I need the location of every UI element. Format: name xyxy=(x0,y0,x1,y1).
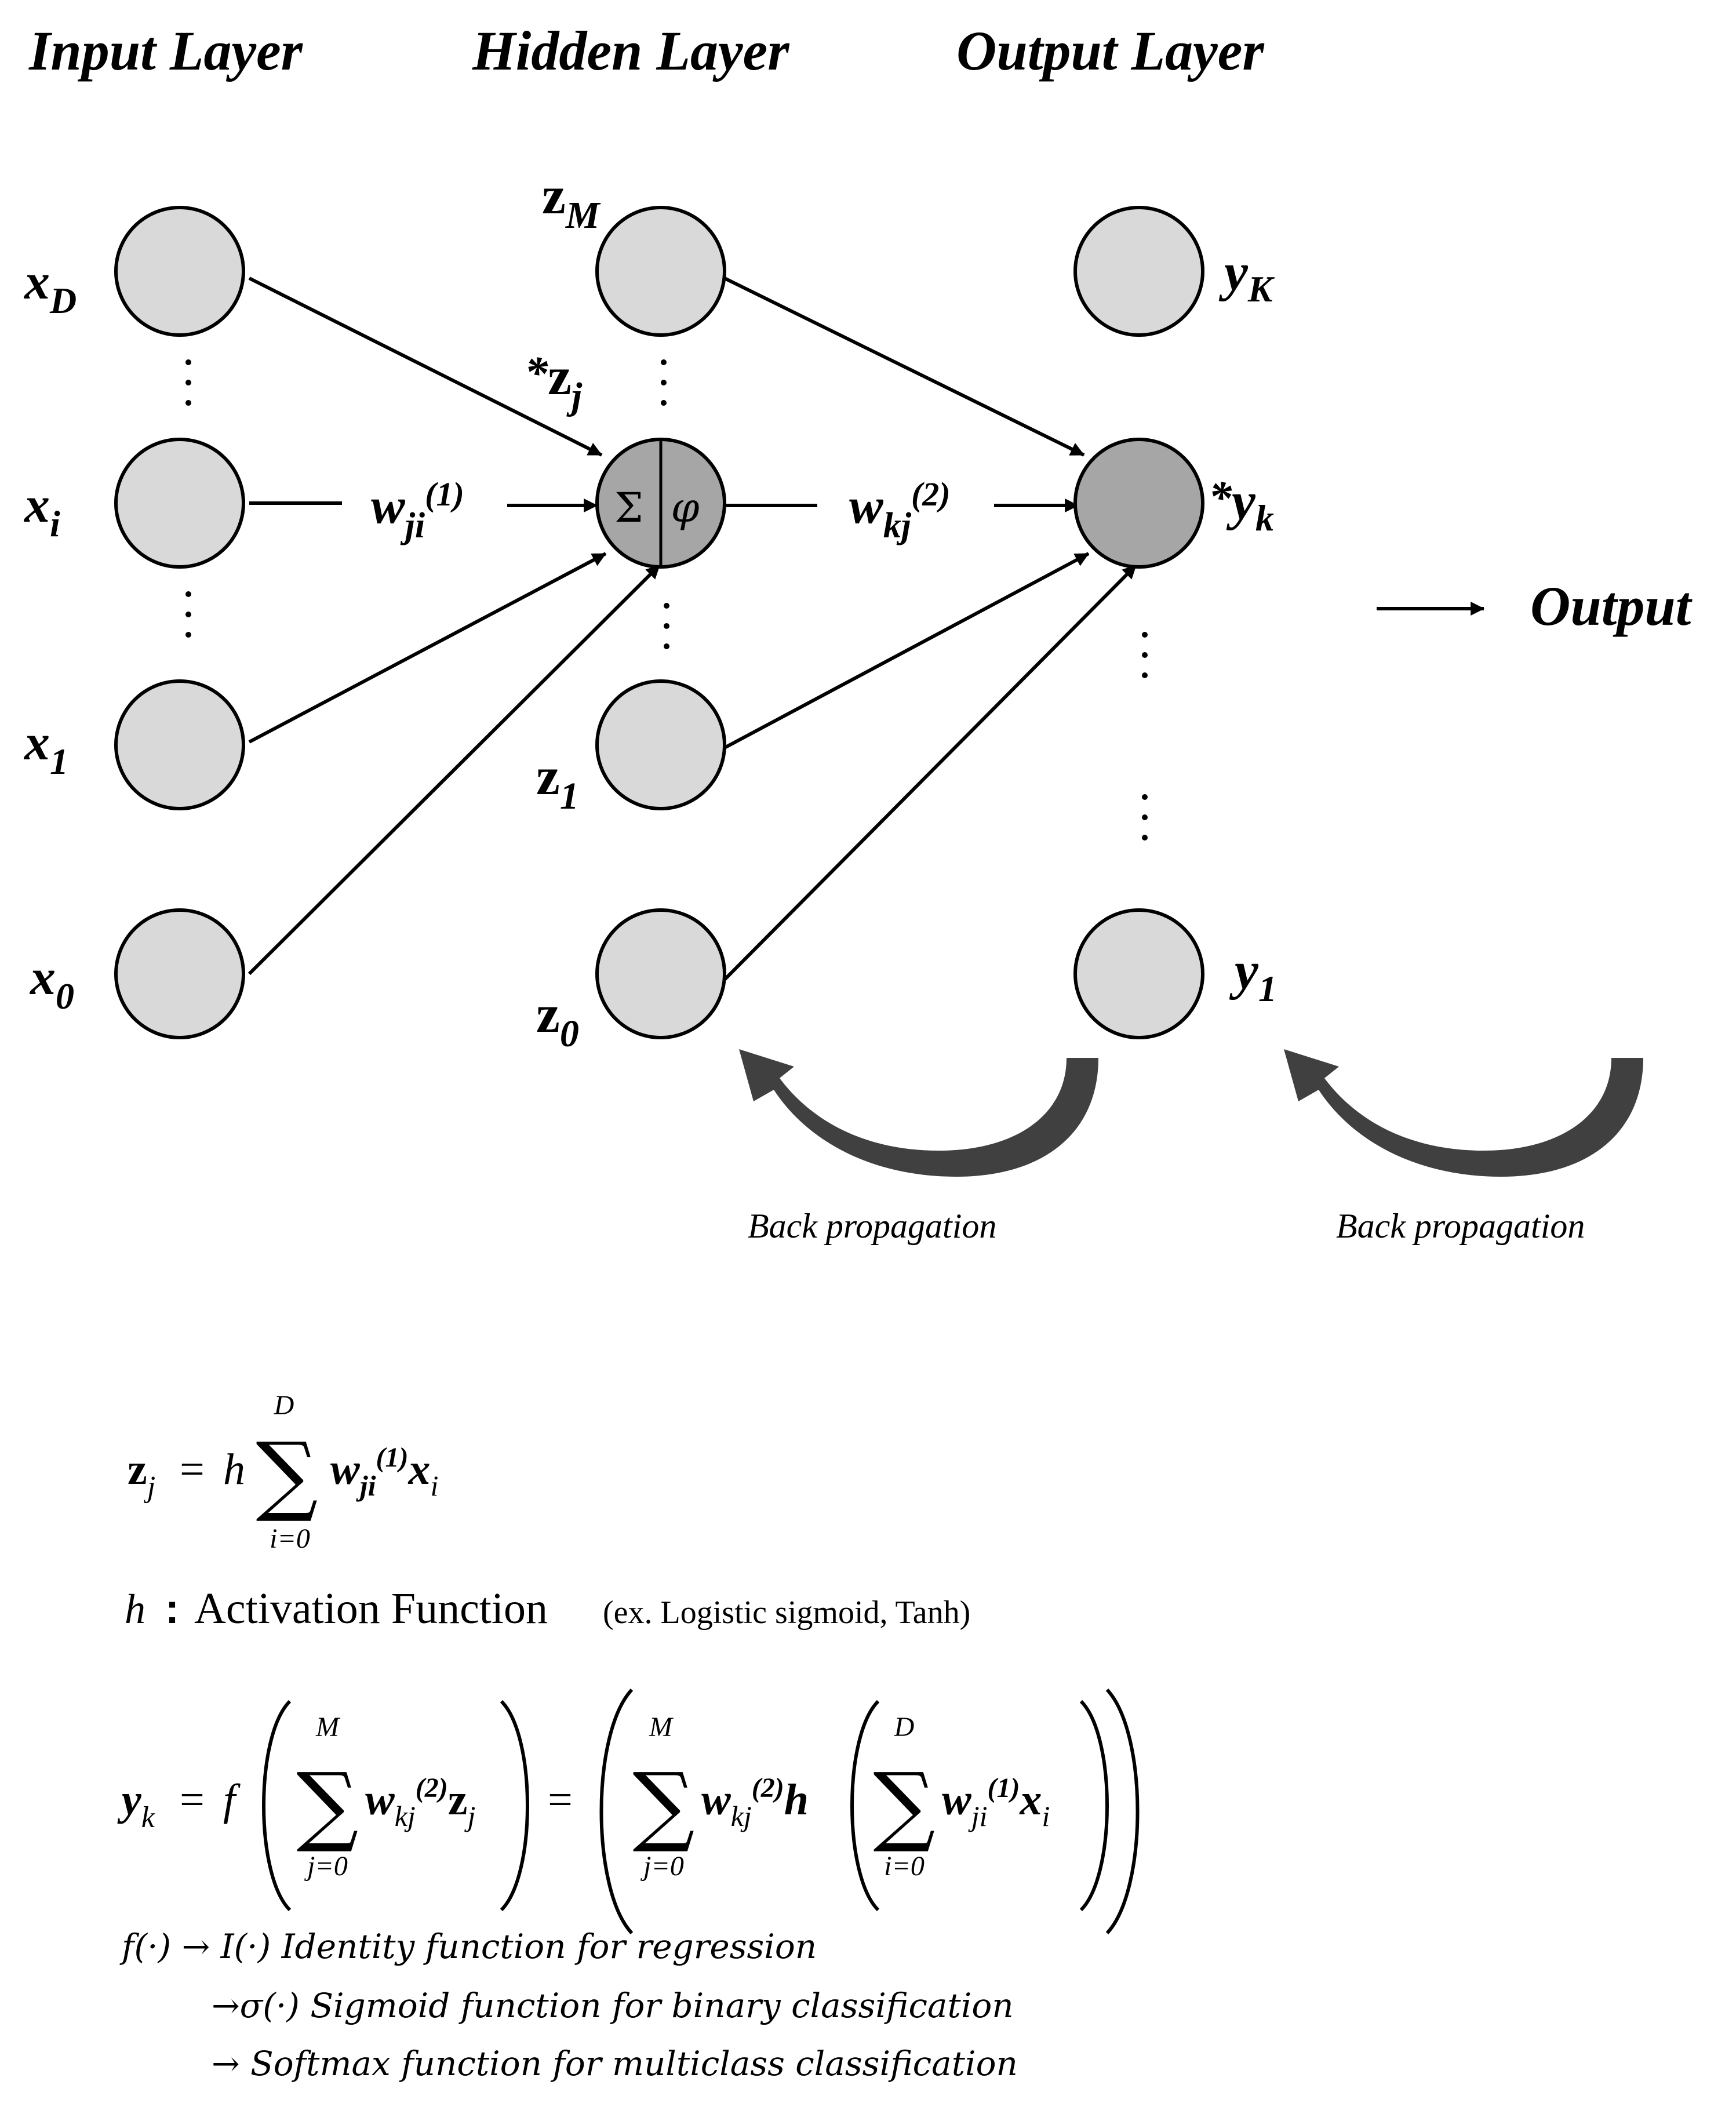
svg-text:yk: yk xyxy=(117,1775,155,1834)
output-node-y1 xyxy=(1073,908,1204,1039)
input-node-x0 xyxy=(114,908,245,1039)
svg-text:=: = xyxy=(180,1775,205,1824)
paren-left-3 xyxy=(850,1700,880,1912)
phi-symbol: φ xyxy=(671,484,699,532)
paren-right-1 xyxy=(500,1700,529,1912)
dot xyxy=(1142,652,1148,658)
ellipsis-dots xyxy=(185,359,1148,841)
svg-text:=: = xyxy=(180,1445,205,1494)
svg-text:zj: zj xyxy=(128,1445,155,1504)
dot xyxy=(1142,794,1148,800)
dot xyxy=(185,632,191,638)
svg-text:h: h xyxy=(125,1586,145,1632)
svg-text:i=0: i=0 xyxy=(270,1523,310,1554)
svg-text:j=0: j=0 xyxy=(304,1851,348,1882)
input-node-xi xyxy=(114,438,245,569)
activation-function-line: h : Activation Function (ex. Logistic si… xyxy=(125,1584,970,1633)
dot xyxy=(185,612,191,617)
f-notes: f(·) → I(·) Identity function for regres… xyxy=(119,1927,1018,2083)
svg-text:j=0: j=0 xyxy=(640,1851,684,1882)
dot xyxy=(1142,835,1148,841)
svg-text:∑: ∑ xyxy=(296,1755,358,1855)
paren-right-2 xyxy=(1105,1688,1140,1935)
svg-text:wji(1)xi: wji(1)xi xyxy=(942,1773,1050,1832)
svg-text:wkj(2)zj: wkj(2)zj xyxy=(365,1773,475,1832)
edge-zM-yk xyxy=(723,276,1085,457)
edge-x1-zj xyxy=(248,552,607,744)
dot xyxy=(1142,814,1148,820)
svg-text:Activation Function: Activation Function xyxy=(194,1584,548,1633)
dot xyxy=(664,623,669,629)
output-label: Output xyxy=(1530,575,1693,637)
hidden-node-z1 xyxy=(595,679,726,810)
dot xyxy=(661,359,667,365)
label-x0: x0 xyxy=(29,949,74,1017)
output-node-yk xyxy=(1073,438,1204,569)
edge-z0-yk xyxy=(723,563,1138,981)
dot xyxy=(1142,672,1148,678)
label-zj: *zj xyxy=(525,347,583,417)
svg-text:=: = xyxy=(548,1775,573,1824)
svg-text:M: M xyxy=(315,1712,341,1742)
label-y1: y1 xyxy=(1229,941,1277,1009)
svg-text:i=0: i=0 xyxy=(884,1851,925,1882)
dot xyxy=(185,359,191,365)
dot xyxy=(664,643,669,649)
paren-right-3 xyxy=(1079,1700,1109,1912)
dot xyxy=(185,591,191,597)
hidden-layer-header: Hidden Layer xyxy=(472,20,790,82)
equation-yk: yk = f M ∑ j=0 wkj(2)zj = M ∑ j=0 wkj(2)… xyxy=(117,1688,1140,1935)
svg-text:∑: ∑ xyxy=(256,1424,318,1525)
paren-left-2 xyxy=(599,1688,634,1935)
label-z0: z0 xyxy=(536,984,579,1055)
back-propagation-arrow-1 xyxy=(739,1049,1098,1177)
label-xD: xD xyxy=(23,254,77,321)
label-z1: z1 xyxy=(536,747,579,817)
output-layer-header: Output Layer xyxy=(956,20,1265,82)
svg-text:D: D xyxy=(274,1390,294,1421)
input-node-x1 xyxy=(114,679,245,810)
dot xyxy=(661,380,667,385)
dot xyxy=(185,380,191,385)
paren-left-1 xyxy=(262,1700,292,1912)
svg-text:D: D xyxy=(894,1712,915,1742)
output-node-yK xyxy=(1073,206,1204,337)
f-note-2: →σ(·) Sigmoid function for binary classi… xyxy=(212,1986,1014,2025)
dot xyxy=(1142,632,1148,638)
back-propagation-label-2: Back propagation xyxy=(1336,1207,1585,1245)
svg-text:h: h xyxy=(223,1445,245,1494)
input-node-xD xyxy=(114,206,245,337)
input-layer-header: Input Layer xyxy=(28,20,304,82)
label-yK: yK xyxy=(1218,242,1275,310)
hidden-node-zM xyxy=(595,206,726,337)
weight-w1-label: wji(1) xyxy=(371,475,464,545)
dot xyxy=(185,400,191,406)
equation-zj: zj = h D ∑ i=0 wji(1)xi xyxy=(128,1390,438,1554)
sum-symbol: Σ xyxy=(614,484,643,532)
dot xyxy=(661,400,667,406)
label-xi: xi xyxy=(23,477,60,544)
back-propagation-arrow-2 xyxy=(1284,1049,1643,1177)
weight-w2-label: wkj(2) xyxy=(849,475,951,545)
svg-text:wkj(2)h: wkj(2)h xyxy=(701,1773,809,1832)
f-note-1: f(·) → I(·) Identity function for regres… xyxy=(119,1927,817,1966)
back-propagation-label-1: Back propagation xyxy=(748,1207,996,1245)
svg-text::: : xyxy=(165,1586,179,1632)
dot xyxy=(664,603,669,609)
hidden-node-z0 xyxy=(595,908,726,1039)
svg-text:M: M xyxy=(649,1712,674,1742)
svg-text:(ex. Logistic sigmoid, Tanh): (ex. Logistic sigmoid, Tanh) xyxy=(603,1595,970,1631)
f-note-3: → Softmax function for multiclass classi… xyxy=(212,2044,1018,2083)
svg-text:f: f xyxy=(223,1775,241,1824)
edge-x0-zj xyxy=(248,563,661,976)
label-yk: *yk xyxy=(1209,471,1274,539)
svg-text:∑: ∑ xyxy=(873,1755,935,1855)
label-x1: x1 xyxy=(23,715,68,782)
label-zM: zM xyxy=(542,166,601,237)
edge-xD-zj xyxy=(248,276,603,457)
svg-text:∑: ∑ xyxy=(632,1755,694,1855)
svg-text:wji(1)xi: wji(1)xi xyxy=(330,1442,438,1502)
edge-z1-yk xyxy=(723,552,1090,749)
